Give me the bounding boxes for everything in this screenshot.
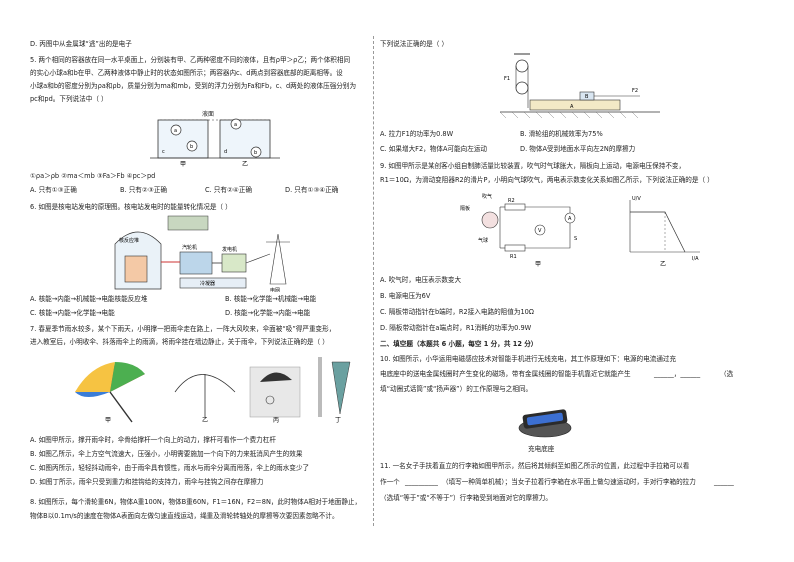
q6-line1: 6. 如图是核电站发电的原理图。核电站发电时的能量转化情况是（ ）	[30, 203, 232, 211]
q5-option-d: D. 只有①③④正确	[285, 186, 339, 194]
q6-option-c: C. 核能→内能→化学能→电能	[30, 309, 115, 317]
q9-label-voltmeter: V	[538, 228, 542, 234]
q5-fig-title: 液面	[202, 110, 214, 118]
q9-label-balloon: 气球	[478, 237, 488, 244]
q8-line2: 物体B以0.1m/s的速度在物体A表面向左做匀速直线运动，绳重及滑轮转轴处的摩擦…	[30, 512, 339, 520]
q5-line1: 5. 两个相同的容器放在同一水平桌面上，分别装有甲、乙两种密度不同的液体，且有ρ…	[30, 56, 351, 64]
q9-option-b: B. 电源电压为6V	[380, 292, 431, 300]
q9-label-i: I/A	[692, 256, 699, 262]
q8-option-c: C. 如果增大F2，物体A可能向左运动	[380, 145, 488, 153]
q6-option-b: B. 核能→化学能→机械能→电能	[225, 295, 317, 303]
svg-text:F1: F1	[504, 76, 510, 82]
svg-text:b: b	[254, 150, 257, 156]
q9-option-d: D. 隔板带动指针在a端点时，R1消耗的功率为0.9W	[380, 324, 532, 332]
q6-option-a: A. 核能→内能→机械能→电能核能反应堆	[30, 295, 148, 303]
q5-line2: 的实心小球a和b在甲、乙两种液体中静止时的状态如图所示；两容器内c、d两点到容器…	[30, 69, 343, 77]
svg-text:d: d	[224, 149, 227, 155]
q9-label-switch: S	[574, 236, 577, 242]
q5-line4: pc和pd。下列说法中（ ）	[30, 95, 108, 103]
svg-text:F2: F2	[632, 88, 638, 94]
q6-label-grid: 电网	[270, 287, 280, 292]
q6-label-condenser: 冷凝器	[200, 280, 215, 287]
q10-line3: 填“动圈式话筒”或“扬声器”）的工作原理与之相同。	[380, 385, 533, 393]
q9-option-a: A. 吹气时，电压表示数变大	[380, 276, 462, 284]
q5-fig-label-yi: 乙	[242, 161, 248, 168]
svg-text:b: b	[190, 144, 193, 150]
q5-line3: 小球a和b的密度分别为ρa和ρb，质量分别为ma和mb，受到的浮力分别为Fa和F…	[30, 82, 357, 90]
q9-label-board: 隔板	[460, 205, 470, 212]
q7-option-a: A. 如图甲所示，撑开雨伞时，伞骨给撑杆一个向上的动力，撑杆可看作一个费力杠杆	[30, 436, 276, 444]
q11-line3: （选填“等于”或“不等于”）行李箱受到地面对它的摩擦力。	[380, 494, 552, 502]
q5-option-c: C. 只有②④正确	[205, 186, 252, 194]
svg-text:c: c	[162, 149, 165, 155]
svg-text:a: a	[174, 128, 177, 134]
q5-statements: ①ρa＞ρb ②ma＜mb ③Fa＞Fb ④pc＞pd	[30, 172, 156, 180]
right-column: 下列说法正确的是（ ） F1 A B F2 A. 拉力F1的功率为0.8W B.…	[380, 0, 770, 562]
q11-line2a: 作一个	[380, 478, 400, 486]
section-heading-fill-in: 二、填空题（本题共 6 小题，每空 1 分，共 12 分）	[380, 340, 538, 348]
q10-line2b: （选	[720, 370, 734, 378]
q9-label-ammeter: A	[568, 216, 572, 222]
q7-label-ding: 丁	[335, 417, 341, 424]
q6-figure: 核反应堆 汽轮机 发电机 冷凝器 电网	[110, 214, 310, 294]
q9-line1: 9. 如图甲所示是某创客小组自制肺活量比较装置，吹气时气球胀大，隔板向上运动，电…	[380, 162, 686, 170]
svg-text:a: a	[234, 122, 237, 128]
q8-figure: F1 A B F2	[499, 52, 660, 124]
q11-blank1: __________	[405, 478, 438, 486]
q7-line1: 7. 春夏季节雨水较多，某个下雨天，小明撑一把雨伞走在路上，一阵大风吹来，伞面被…	[30, 325, 336, 333]
q8-continued: 下列说法正确的是（ ）	[380, 40, 449, 48]
q7-label-yi: 乙	[202, 417, 208, 424]
q5-option-b: B. 只有②③正确	[120, 186, 167, 194]
q7-label-jia: 甲	[105, 417, 111, 424]
q10-figure	[515, 400, 575, 445]
q7-label-bing: 丙	[273, 417, 279, 424]
q11-line2b: （填写一种简单机械）；当女子拉着行李箱在水平面上做匀速运动时，手对行李箱的拉力	[442, 478, 696, 486]
q10-figure-caption: 充电底座	[528, 445, 555, 453]
q10-blank1: ______，______	[654, 370, 701, 378]
q9-figure: 吹气 隔板 气球 R2 R1 A V S 甲 U/V I/A 乙	[460, 190, 730, 268]
q7-option-d: D. 如图丁所示，雨伞只受到重力和挂钩给的支持力，雨伞与挂钩之间存在摩擦力	[30, 478, 264, 486]
q10-line1: 10. 如图所示，小华运用电磁感应技术对智能手机进行无线充电，其工作原理如下：电…	[380, 355, 677, 363]
left-column: D. 丙图中从金属球“逃”出的是电子 5. 两个相同的容器放在同一水平桌面上，分…	[30, 0, 370, 562]
q9-option-c: C. 隔板带动指针在b端时，R2接入电路的阻值为10Ω	[380, 308, 534, 316]
svg-text:B: B	[585, 94, 589, 100]
q9-fig-label-yi: 乙	[660, 261, 666, 268]
column-divider	[373, 36, 374, 526]
q7-option-b: B. 如图乙所示，伞上方空气流速大，压强小，小明需要施加一个向下的力来抵消风产生…	[30, 450, 303, 458]
q8-option-d: D. 物体A受到地面水平向左2N的摩擦力	[520, 145, 636, 153]
svg-text:A: A	[570, 104, 574, 110]
q8-option-a: A. 拉力F1的功率为0.8W	[380, 130, 454, 138]
q9-fig-label-jia: 甲	[535, 261, 541, 268]
q11-blank2: ______	[714, 478, 734, 486]
q9-label-r2: R2	[508, 198, 515, 204]
q9-label-u: U/V	[632, 196, 641, 202]
q6-label-reactor: 核反应堆	[119, 237, 139, 244]
q9-label-blow: 吹气	[482, 193, 492, 200]
q7-figure: 甲 乙 丙 丁	[70, 352, 370, 424]
q10-line2a: 电底座中的送电金属线圈时产生变化的磁场，带有金属线圈的智能手机靠近它就能产生	[380, 370, 631, 378]
q6-option-d: D. 核能→化学能→内能→电能	[225, 309, 311, 317]
q5-fig-label-jia: 甲	[180, 161, 186, 168]
q8-line1: 8. 如图所示，每个滑轮重6N，物体A重100N，物体B重60N，F1＝16N，…	[30, 498, 362, 506]
q5-figure: 液面 a b c a b d 甲 乙	[150, 108, 280, 168]
q8-option-b: B. 滑轮组的机械效率为75%	[520, 130, 603, 138]
q9-label-r1: R1	[510, 254, 517, 260]
q7-option-c: C. 如图丙所示，轻轻抖动雨伞，由于雨伞具有惯性，雨水与雨伞分离而甩落，伞上的雨…	[30, 464, 310, 472]
q9-line2: R1＝10Ω，为滑动变阻器R2的滑片P，小明向气球吹气，两电表示数变化关系如图乙…	[380, 176, 714, 184]
q5-option-a: A. 只有①③正确	[30, 186, 77, 194]
q7-line2: 进入教室后，小明收伞、抖落雨伞上的雨滴，将雨伞挂在墙边静止，关于雨伞，下列说法正…	[30, 338, 329, 346]
q11-line1: 11. 一名女子手扶着直立的行李箱如图甲所示，然后将其倾斜至如图乙所示的位置，此…	[380, 462, 690, 470]
q6-label-generator: 发电机	[222, 246, 237, 253]
q6-label-turbine: 汽轮机	[182, 244, 197, 251]
q4-option-d: D. 丙图中从金属球“逃”出的是电子	[30, 40, 132, 48]
